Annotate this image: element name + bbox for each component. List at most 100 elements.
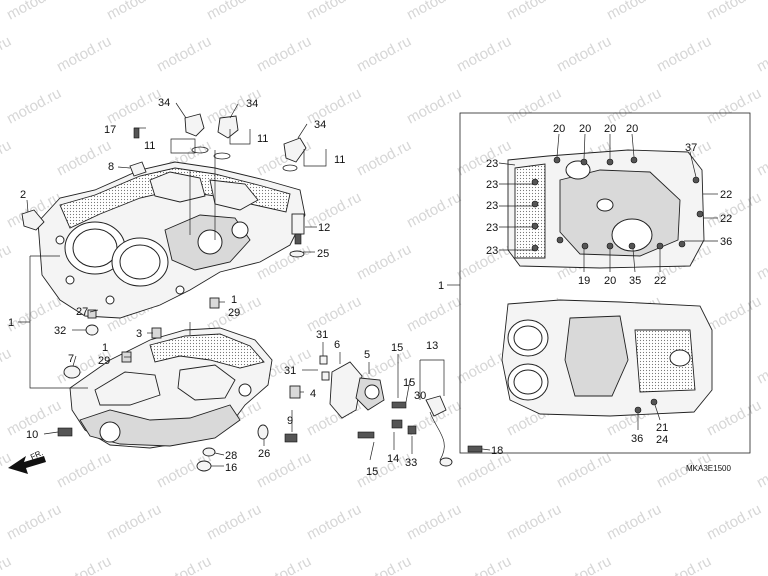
watermark-text: motod.ru [704,0,764,24]
callout-29b: 29 [98,355,110,367]
callout-10: 10 [26,429,38,441]
watermark-text: motod.ru [404,189,464,232]
callout-17: 17 [104,124,116,136]
watermark-text: motod.ru [704,189,764,232]
watermark-text: motod.ru [0,33,14,76]
callout-28: 28 [225,450,237,462]
watermark-text: motod.ru [704,85,764,128]
callout-30: 30 [414,390,426,402]
callout-23c: 23 [486,200,498,212]
watermark-text: motod.ru [504,85,564,128]
watermark-text: motod.ru [0,137,14,180]
callout-4: 4 [310,388,316,400]
callout-16: 16 [225,462,237,474]
watermark-text: motod.ru [454,553,514,576]
callout-23a: 23 [486,158,498,170]
watermark-text: motod.ru [354,553,414,576]
callout-22b: 22 [720,213,732,225]
callout-26: 26 [258,448,270,460]
crankcase-top-view [507,149,705,269]
callout-1-right: 1 [438,280,444,292]
watermark-text: motod.ru [554,449,614,492]
lower-crankcase-drawing [69,322,273,449]
watermark-text: motod.ru [54,33,114,76]
watermark-text: motod.ru [604,0,664,24]
callout-5: 5 [364,349,370,361]
watermark-text: motod.ru [754,553,768,576]
callout-34b: 34 [246,98,258,110]
middle-parts-drawing [329,361,483,467]
callout-9: 9 [287,415,293,427]
callout-22a: 22 [720,189,732,201]
callout-3: 3 [136,328,142,340]
callout-20c: 20 [604,123,616,135]
watermark-text: motod.ru [354,241,414,284]
watermark-text: motod.ru [454,241,514,284]
callout-21: 21 [656,422,668,434]
watermark-text: motod.ru [554,553,614,576]
watermark-text: motod.ru [54,553,114,576]
watermark-text: motod.ru [354,33,414,76]
watermark-text: motod.ru [304,189,364,232]
upper-crankcase-drawing [37,150,306,319]
watermark-text: motod.ru [504,501,564,544]
leader-lines [26,102,718,467]
callout-1-left: 1 [8,317,14,329]
watermark-text: motod.ru [554,33,614,76]
callout-20a: 20 [553,123,565,135]
callout-25: 25 [317,248,329,260]
watermark-text: motod.ru [0,553,14,576]
watermark-text: motod.ru [4,0,64,24]
watermark-text: motod.ru [204,0,264,24]
watermark-text: motod.ru [354,137,414,180]
watermark-text: motod.ru [154,33,214,76]
callout-31a: 31 [316,329,328,341]
watermark-text: motod.ru [104,0,164,24]
diagram-code: MKA3E1500 [686,464,731,473]
part1-bracket [18,255,88,389]
watermark-text: motod.ru [4,501,64,544]
watermark-text: motod.ru [304,0,364,24]
callout-11a: 11 [144,140,155,152]
watermark-text: motod.ru [654,553,714,576]
front-arrow: FR. [8,448,46,474]
callout-32: 32 [54,325,66,337]
watermark-text: motod.ru [454,137,514,180]
callout-34a: 34 [158,97,170,109]
callouts: 34 34 34 17 11 11 11 8 2 12 25 1 27 32 3… [8,97,732,478]
watermark-text: motod.ru [704,397,764,440]
watermark-text: motod.ru [754,449,768,492]
callout-7: 7 [68,353,74,365]
watermark-text: motod.ru [504,0,564,24]
watermark-text: motod.ru [104,501,164,544]
watermark-text: motod.ru [704,293,764,336]
watermark-text: motod.ru [54,137,114,180]
callout-34c: 34 [314,119,326,131]
callout-36a: 36 [720,236,732,248]
watermark-text: motod.ru [354,449,414,492]
callout-19: 19 [578,275,590,287]
watermark-text: motod.ru [304,501,364,544]
callout-23e: 23 [486,245,498,257]
callout-18: 18 [491,445,503,457]
callout-6: 6 [334,339,340,351]
watermark-text: motod.ru [254,33,314,76]
callout-24: 24 [656,434,668,446]
watermark-text: motod.ru [454,33,514,76]
right-panel-frame [459,112,751,454]
watermark-text: motod.ru [304,85,364,128]
callout-12: 12 [318,222,330,234]
crankcase-bottom-view [501,299,713,417]
watermark-text: motod.ru [754,241,768,284]
watermark-text: motod.ru [104,85,164,128]
watermark-text: motod.ru [4,85,64,128]
callout-35: 35 [629,275,641,287]
small-parts-left [21,113,330,472]
callout-20d: 20 [626,123,638,135]
callout-27: 27 [76,306,88,318]
watermark-text: motod.ru [404,293,464,336]
callout-1-low: 1 [102,342,108,354]
watermark-text: motod.ru [754,137,768,180]
watermark-text: motod.ru [654,33,714,76]
watermark-text: motod.ru [454,449,514,492]
